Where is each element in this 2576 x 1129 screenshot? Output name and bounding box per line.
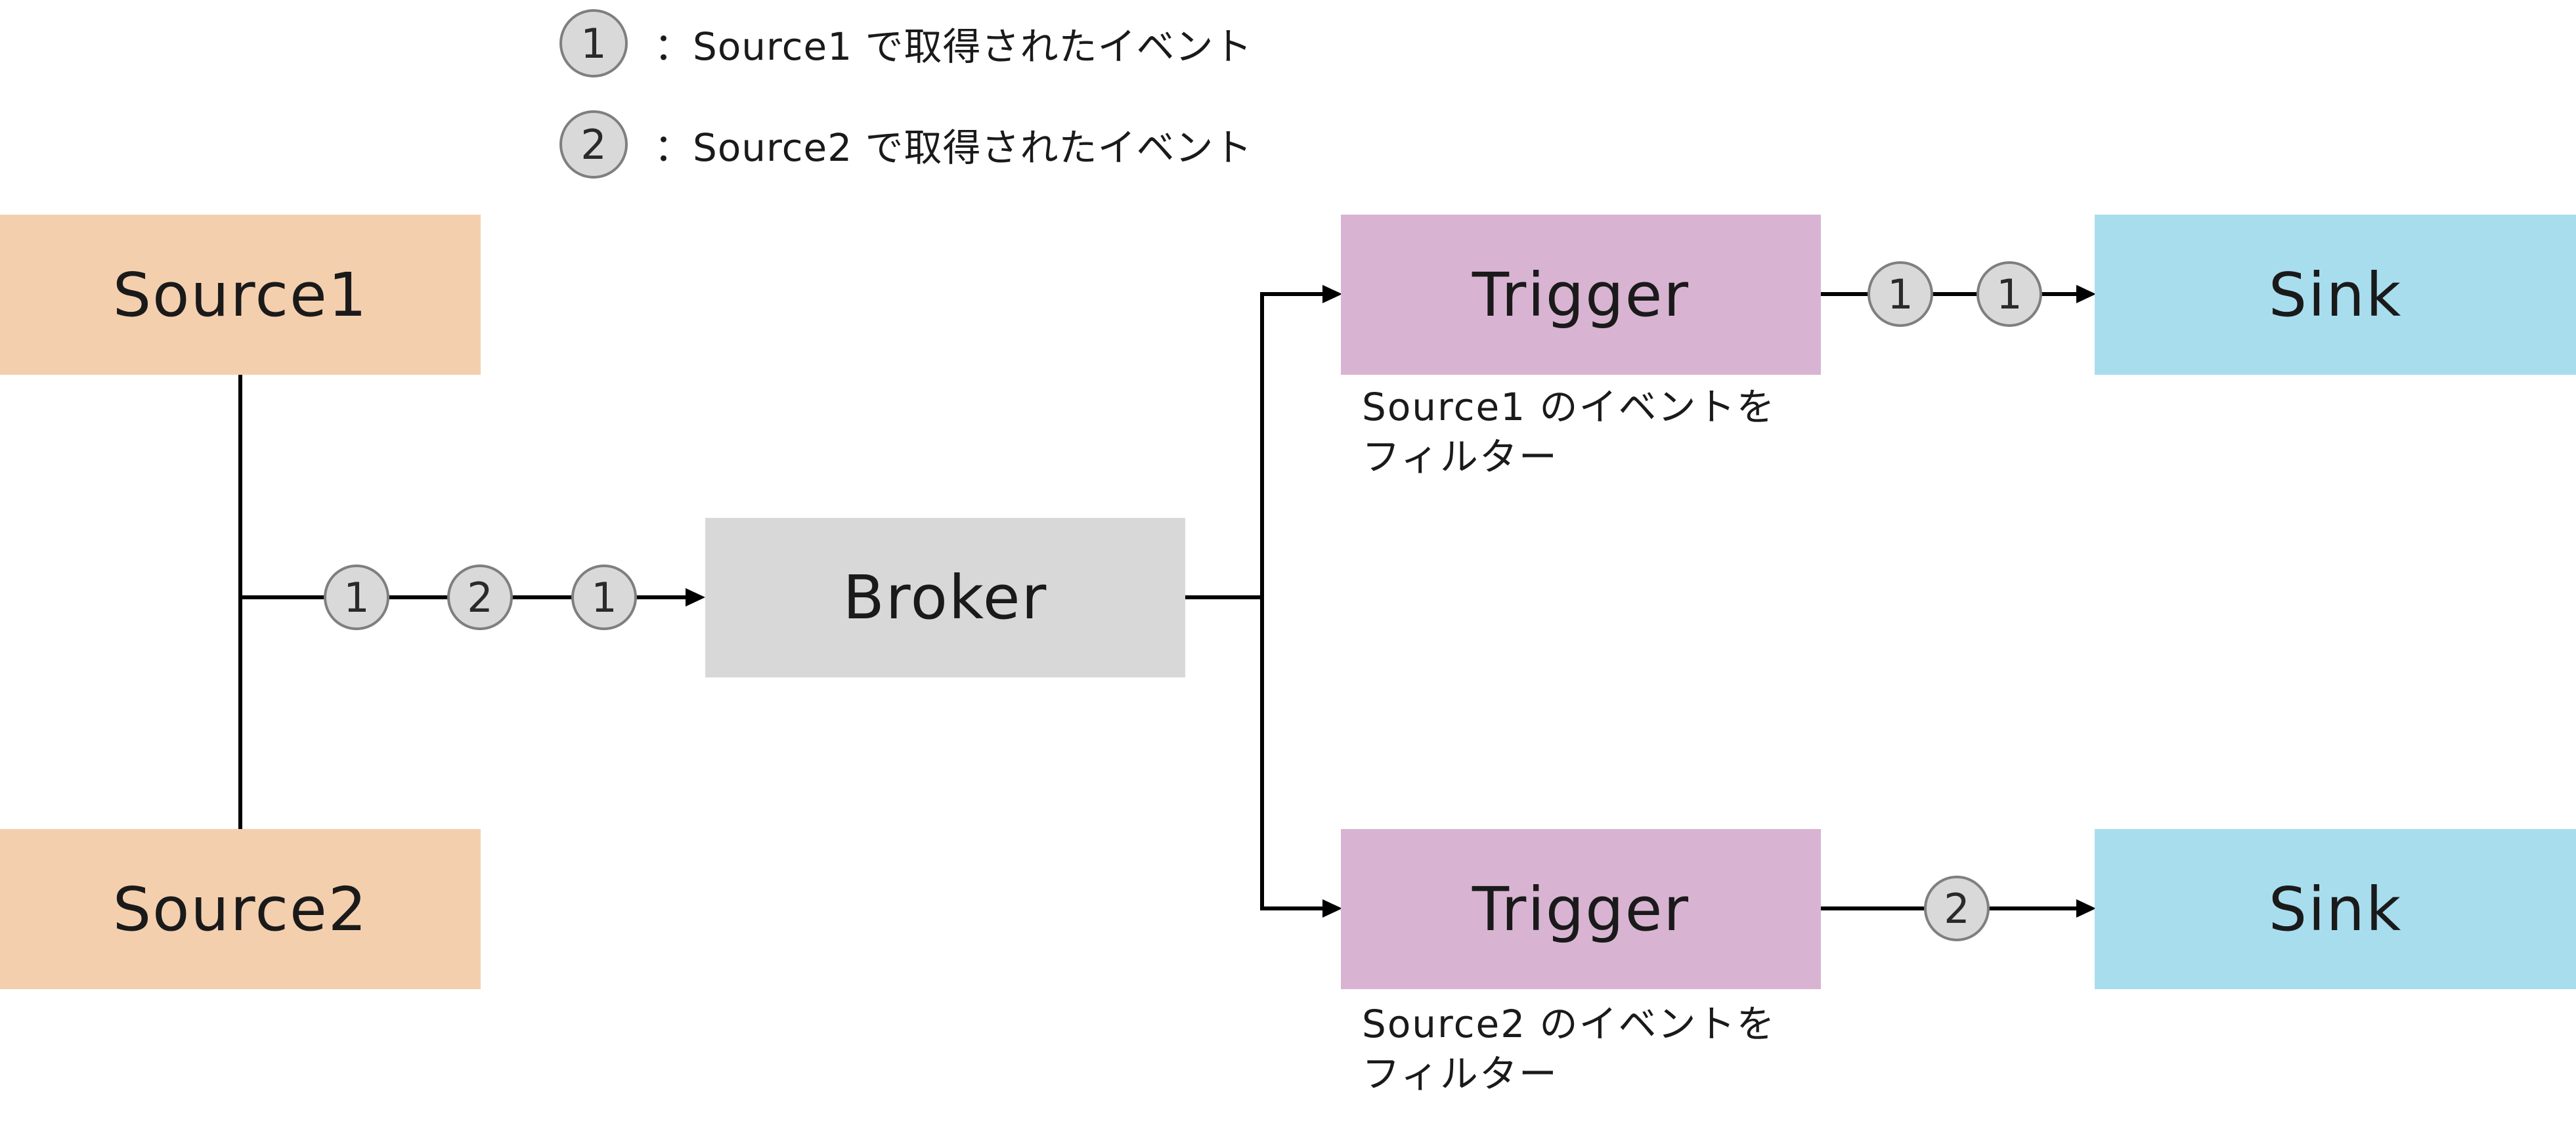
trigger-top-node: Trigger bbox=[1341, 215, 1821, 375]
trigger-top-arrowhead bbox=[1322, 285, 1342, 303]
legend-item-source1: 1 ：Source1 で取得されたイベント bbox=[559, 9, 1253, 77]
event-marker: 2 bbox=[447, 564, 513, 630]
legend-marker: 1 bbox=[559, 9, 628, 77]
event-marker: 2 bbox=[1924, 876, 1990, 941]
source2-node: Source2 bbox=[0, 829, 481, 989]
trigger-bottom-node: Trigger bbox=[1341, 829, 1821, 989]
legend-item-source2: 2 ：Source2 で取得されたイベント bbox=[559, 110, 1253, 179]
event-marker: 1 bbox=[324, 564, 389, 630]
sink-bottom-arrowhead bbox=[2076, 899, 2096, 918]
sink-top-arrowhead bbox=[2076, 285, 2096, 303]
filter-note-line: Source2 のイベントを bbox=[1362, 1002, 1776, 1046]
legend-label: ：Source2 で取得されたイベント bbox=[654, 125, 1253, 170]
legend-marker: 2 bbox=[559, 110, 628, 179]
filter-note-top: Source1 のイベントを フィルター bbox=[1362, 382, 1776, 482]
event-marker: 1 bbox=[1976, 261, 2042, 327]
sink-bottom-node: Sink bbox=[2095, 829, 2576, 989]
filter-note-bottom: Source2 のイベントを フィルター bbox=[1362, 999, 1776, 1099]
event-marker: 1 bbox=[1867, 261, 1933, 327]
trigger-bottom-arrowhead bbox=[1322, 899, 1342, 918]
event-marker: 1 bbox=[571, 564, 637, 630]
source1-node: Source1 bbox=[0, 215, 481, 375]
filter-note-line: フィルター bbox=[1362, 435, 1558, 479]
sink-top-node: Sink bbox=[2095, 215, 2576, 375]
broker-arrowhead bbox=[686, 588, 705, 607]
broker-node: Broker bbox=[705, 518, 1185, 677]
legend-label: ：Source1 で取得されたイベント bbox=[654, 24, 1253, 69]
filter-note-line: Source1 のイベントを bbox=[1362, 385, 1776, 429]
filter-note-line: フィルター bbox=[1362, 1052, 1558, 1096]
